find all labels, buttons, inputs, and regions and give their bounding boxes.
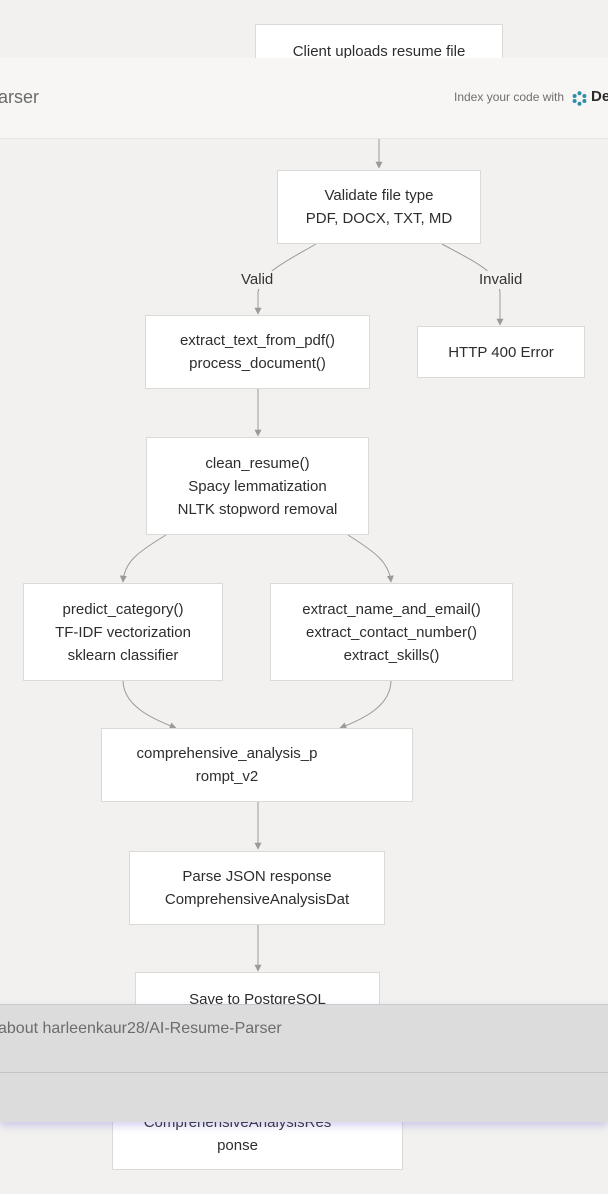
ask-bar-divider: [0, 1072, 608, 1073]
node-predict-category-line: sklearn classifier: [67, 646, 179, 664]
node-extract-text-line: extract_text_from_pdf(): [179, 332, 336, 349]
node-analysis-response-line: ponse: [217, 1137, 258, 1154]
edge-clean-extractinfo: [347, 534, 394, 583]
node-parse-json-line: Parse JSON response: [182, 868, 332, 885]
edge-label-valid: Valid: [239, 271, 276, 289]
node-extract-info-line: extract_name_and_email(): [302, 600, 481, 618]
node-validate-line: PDF, DOCX, TXT, MD: [305, 210, 453, 227]
node-extract-info-line: extract_contact_number(): [306, 623, 477, 641]
brand-name[interactable]: De: [591, 88, 608, 105]
node-predict-category-line: predict_category(): [62, 600, 184, 618]
repo-title[interactable]: arser: [0, 87, 40, 107]
node-upload-line: Client uploads resume file: [292, 43, 466, 60]
node-predict-category-line: TF-IDF vectorization: [55, 623, 191, 641]
node-clean-resume-line: Spacy lemmatization: [188, 477, 327, 495]
ask-question-bar[interactable]: about harleenkaur28/AI-Resume-Parser: [0, 1004, 608, 1122]
edge-extractinfo-prompt: [339, 679, 392, 730]
node-validate: Validate file type PDF, DOCX, TXT, MD: [277, 170, 481, 244]
node-clean-resume-line: NLTK stopword removal: [177, 500, 338, 518]
node-analysis-prompt: comprehensive_analysis_p rompt_v2: [101, 728, 413, 802]
node-extract-info: extract_name_and_email() extract_contact…: [270, 583, 513, 681]
node-clean-resume: clean_resume() Spacy lemmatization NLTK …: [146, 437, 369, 535]
node-http-error-line: HTTP 400 Error: [448, 343, 554, 361]
node-parse-json-line: ComprehensiveAnalysisDat: [164, 891, 350, 908]
repo-header-bar: arser Index your code with De: [0, 58, 608, 139]
node-validate-line: Validate file type: [324, 187, 434, 204]
edge-predict-prompt: [122, 679, 177, 730]
edge-clean-predict: [119, 534, 167, 583]
node-analysis-prompt-line: rompt_v2: [195, 768, 259, 785]
node-analysis-prompt-line: comprehensive_analysis_p: [136, 745, 318, 762]
node-save-postgres-line: Save to PostgreSQL: [189, 991, 326, 1008]
ask-question-text[interactable]: about harleenkaur28/AI-Resume-Parser: [0, 1020, 282, 1037]
node-predict-category: predict_category() TF-IDF vectorization …: [23, 583, 223, 681]
edge-label-invalid: Invalid: [477, 271, 525, 289]
node-http-error: HTTP 400 Error: [417, 326, 585, 378]
edge-validate-invalid: [441, 243, 504, 326]
node-extract-info-line: extract_skills(): [343, 646, 440, 664]
node-clean-resume-line: clean_resume(): [205, 454, 310, 472]
node-extract-text-line: process_document(): [189, 355, 326, 372]
node-parse-json: Parse JSON response ComprehensiveAnalysi…: [129, 851, 385, 925]
brand-logo-icon[interactable]: [572, 91, 587, 106]
node-extract-text: extract_text_from_pdf() process_document…: [145, 315, 370, 389]
edge-validate-valid: [254, 243, 317, 315]
index-code-text[interactable]: Index your code with: [454, 90, 565, 104]
